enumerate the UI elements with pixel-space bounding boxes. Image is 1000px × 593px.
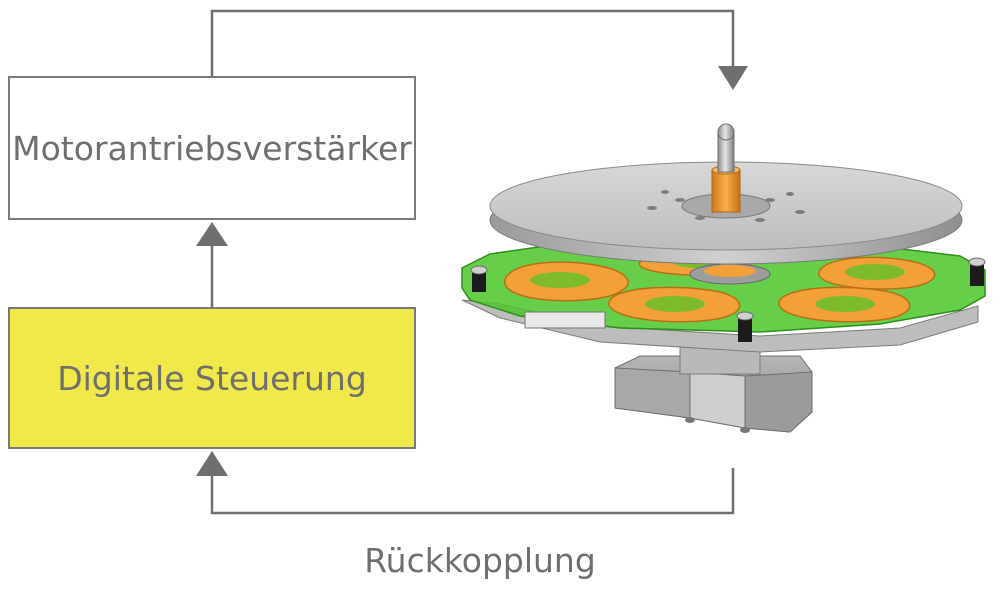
digital-control-label: Digitale Steuerung <box>57 358 367 398</box>
connector-lines <box>210 9 735 515</box>
amplifier-to-motor-line <box>210 9 735 77</box>
arrow-up-to-control-icon <box>196 451 228 476</box>
feedback-label: Rückkopplung <box>364 540 596 580</box>
arrowheads <box>196 66 748 476</box>
arrow-down-to-motor-icon <box>718 66 748 90</box>
motor-amplifier-box <box>8 76 416 220</box>
motor-illustration <box>461 123 986 433</box>
feedback-line <box>210 468 735 515</box>
digital-control-box <box>8 307 416 449</box>
arrow-up-to-amplifier-icon <box>196 222 228 246</box>
motor-amplifier-label: Motorantriebsverstärker <box>12 128 412 168</box>
